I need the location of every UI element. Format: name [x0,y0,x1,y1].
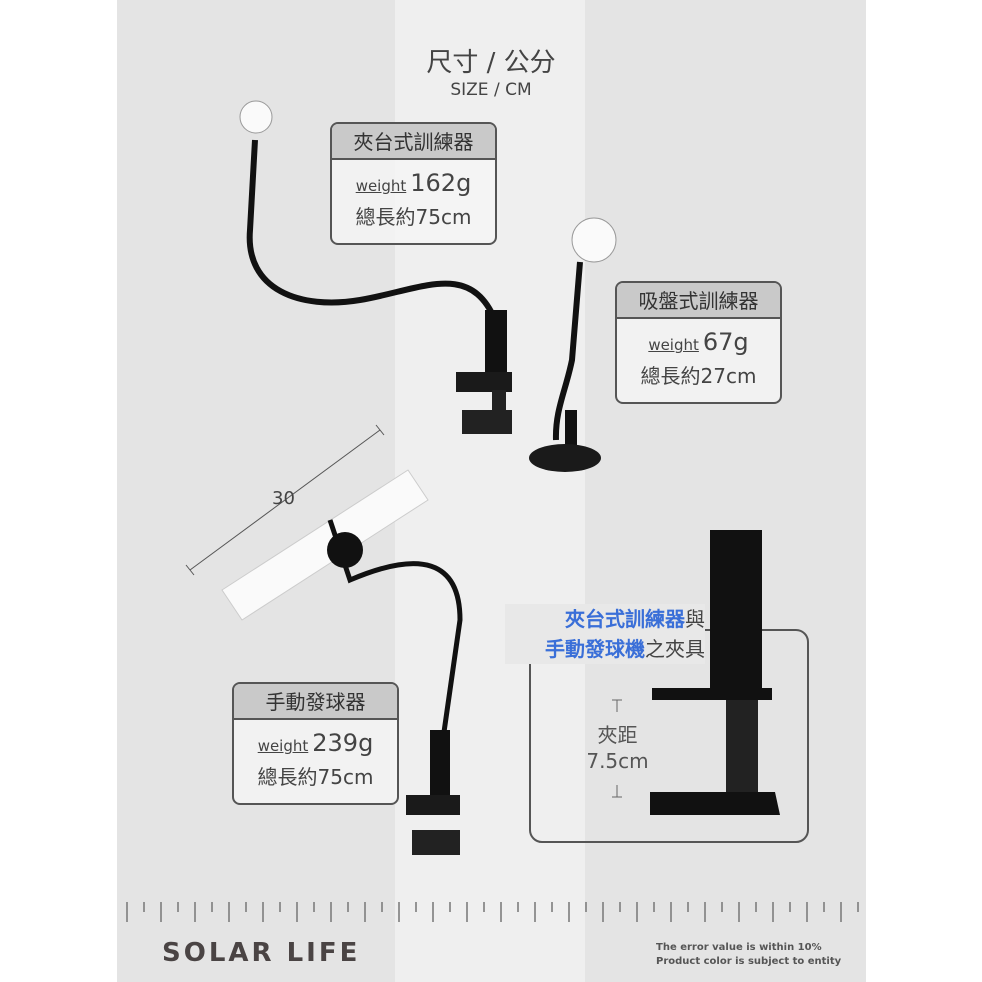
weight-value: 162g [410,169,472,197]
clamp-title-dark-2: 之夾具 [645,637,705,661]
weight-label: weight [355,177,407,195]
brand-logo: SOLAR LIFE [162,938,361,968]
manual-launcher-image [185,424,463,855]
ruler-ticks [126,902,859,922]
clamp-title-blue-2: 手動發球機 [545,637,645,661]
product-name: 夾台式訓練器 [332,124,495,160]
clamp-detail-image [529,530,809,843]
gap-value: 7.5cm [586,749,649,773]
disclaimer-line-2: Product color is subject to entity [656,956,842,967]
weight-label: weight [257,737,309,755]
clamp-title-blue-1: 夾台式訓練器 [565,607,685,631]
suction-trainer-image [529,217,617,472]
length-value: 總長約75cm [355,205,472,229]
disclaimer: The error value is within 10% Product co… [656,941,841,969]
weight-value: 239g [312,729,374,757]
length-value: 總長約27cm [640,364,757,388]
title-en: SIZE / CM [450,80,532,100]
clamp-trainer-image [239,100,512,434]
clamp-title: 夾台式訓練器與 手動發球機之夾具 [505,604,705,664]
gap-label: 夾距 [597,723,638,747]
product-name: 吸盤式訓練器 [617,283,780,319]
length-value: 總長約75cm [257,765,374,789]
weight-label: weight [648,336,699,354]
product-name: 手動發球器 [234,684,397,720]
title-zh: 尺寸 / 公分 [426,48,556,78]
clamp-title-dark-1: 與 [685,607,705,631]
weight-value: 67g [702,328,749,356]
disclaimer-line-1: The error value is within 10% [656,942,822,953]
clamp-gap: 夾距 7.5cm [580,722,655,774]
dimension-label: 30 [272,488,295,509]
